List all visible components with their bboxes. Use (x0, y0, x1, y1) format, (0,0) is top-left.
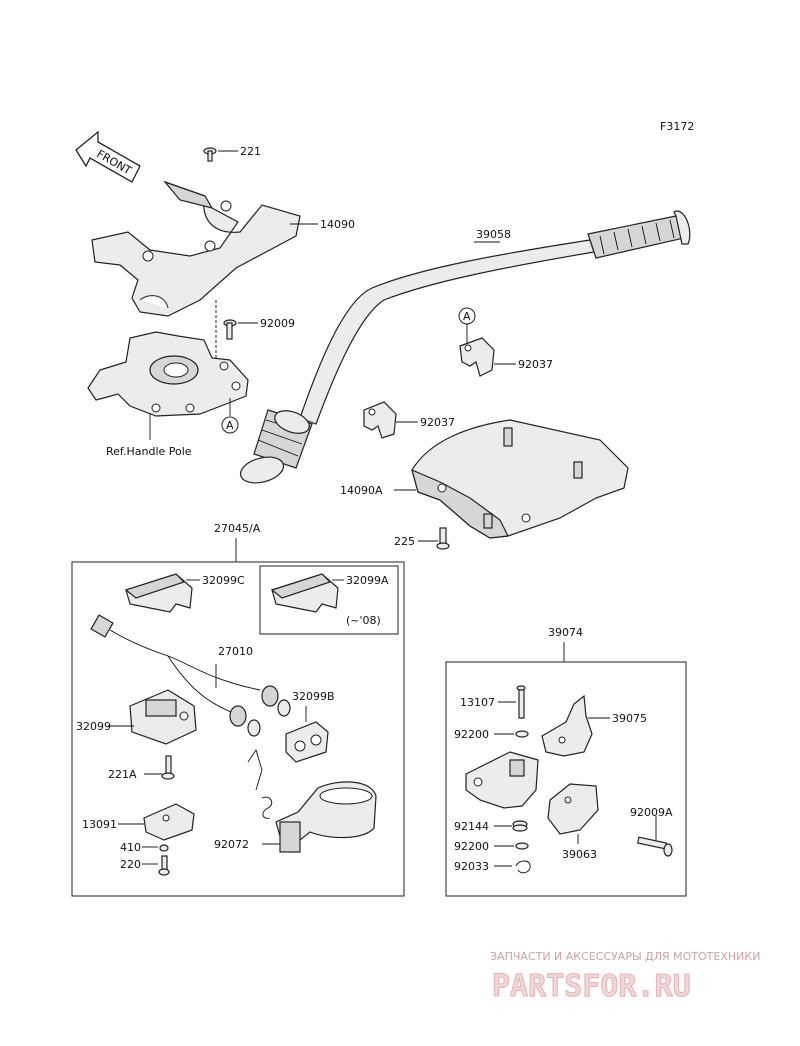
note-08: (~'08) (346, 614, 381, 627)
label-92009: 92009 (260, 317, 295, 330)
washer-92200-upper (515, 730, 529, 738)
label-27010: 27010 (218, 645, 253, 658)
label-92144: 92144 (454, 820, 489, 833)
label-27045A: 27045/A (214, 522, 261, 535)
watermark-logo: PARTSFOR.RU (492, 969, 691, 1004)
ref-circle-a-1 (221, 416, 239, 434)
throttle-assembly-box (445, 661, 687, 897)
switch-housing-32099 (129, 689, 197, 745)
lever-39075 (541, 694, 593, 757)
handle-cover-14090 (91, 180, 301, 317)
screw-221 (203, 147, 217, 162)
label-39074: 39074 (548, 626, 583, 639)
handle-cover-14090A (411, 419, 629, 539)
variant-box (259, 565, 399, 635)
circlip-92033 (515, 860, 531, 874)
watermark-caption: ЗАПЧАСТИ И АКСЕССУАРЫ ДЛЯ МОТОТЕХНИКИ (490, 950, 760, 963)
washer-92200-lower (515, 842, 529, 850)
label-13091: 13091 (82, 818, 117, 831)
label-410: 410 (120, 841, 141, 854)
screw-225 (436, 527, 450, 550)
screw-92009 (223, 319, 237, 340)
label-225: 225 (394, 535, 415, 548)
screw-92009A (636, 836, 673, 857)
label-39058: 39058 (476, 228, 511, 241)
throttle-housing (465, 751, 539, 809)
throttle-lever-39063 (547, 783, 599, 835)
lanyard-clip-92072 (247, 748, 377, 853)
switch-cover-32099A (270, 573, 339, 613)
clamp-92037-lower (363, 401, 397, 439)
label-92200-lower: 92200 (454, 840, 489, 853)
label-32099: 32099 (76, 720, 111, 733)
ref-handle-pole-label: Ref.Handle Pole (106, 445, 192, 458)
handlebar-39058 (239, 210, 691, 484)
label-221A: 221A (108, 768, 137, 781)
label-13107: 13107 (460, 696, 495, 709)
label-92033: 92033 (454, 860, 489, 873)
label-39075: 39075 (612, 712, 647, 725)
holder-32099B (285, 721, 329, 763)
bracket-13091 (143, 803, 195, 841)
label-14090A: 14090A (340, 484, 383, 497)
handle-pole-mount (87, 331, 249, 417)
ref-a-1: A (226, 419, 234, 432)
front-arrow-icon: FRONT (75, 130, 141, 183)
label-92037-lower: 92037 (420, 416, 455, 429)
label-39063: 39063 (562, 848, 597, 861)
label-32099B: 32099B (292, 690, 335, 703)
label-92009A: 92009A (630, 806, 673, 819)
spring-92144 (512, 820, 528, 832)
label-92037-upper: 92037 (518, 358, 553, 371)
wire-harness-27010 (90, 614, 291, 737)
clamp-92037-upper (459, 337, 495, 377)
switch-assembly-box (71, 561, 405, 897)
label-92200-upper: 92200 (454, 728, 489, 741)
label-220: 220 (120, 858, 141, 871)
ref-a-2: A (463, 310, 471, 323)
switch-cover-32099C (124, 573, 193, 613)
label-32099A: 32099A (346, 574, 389, 587)
screw-221A (161, 755, 175, 780)
label-14090: 14090 (320, 218, 355, 231)
pin-13107 (516, 685, 526, 719)
washer-410 (159, 844, 169, 852)
label-92072: 92072 (214, 838, 249, 851)
figure-code: F3172 (660, 120, 694, 133)
label-32099C: 32099C (202, 574, 245, 587)
label-221: 221 (240, 145, 261, 158)
screw-220 (158, 855, 170, 876)
